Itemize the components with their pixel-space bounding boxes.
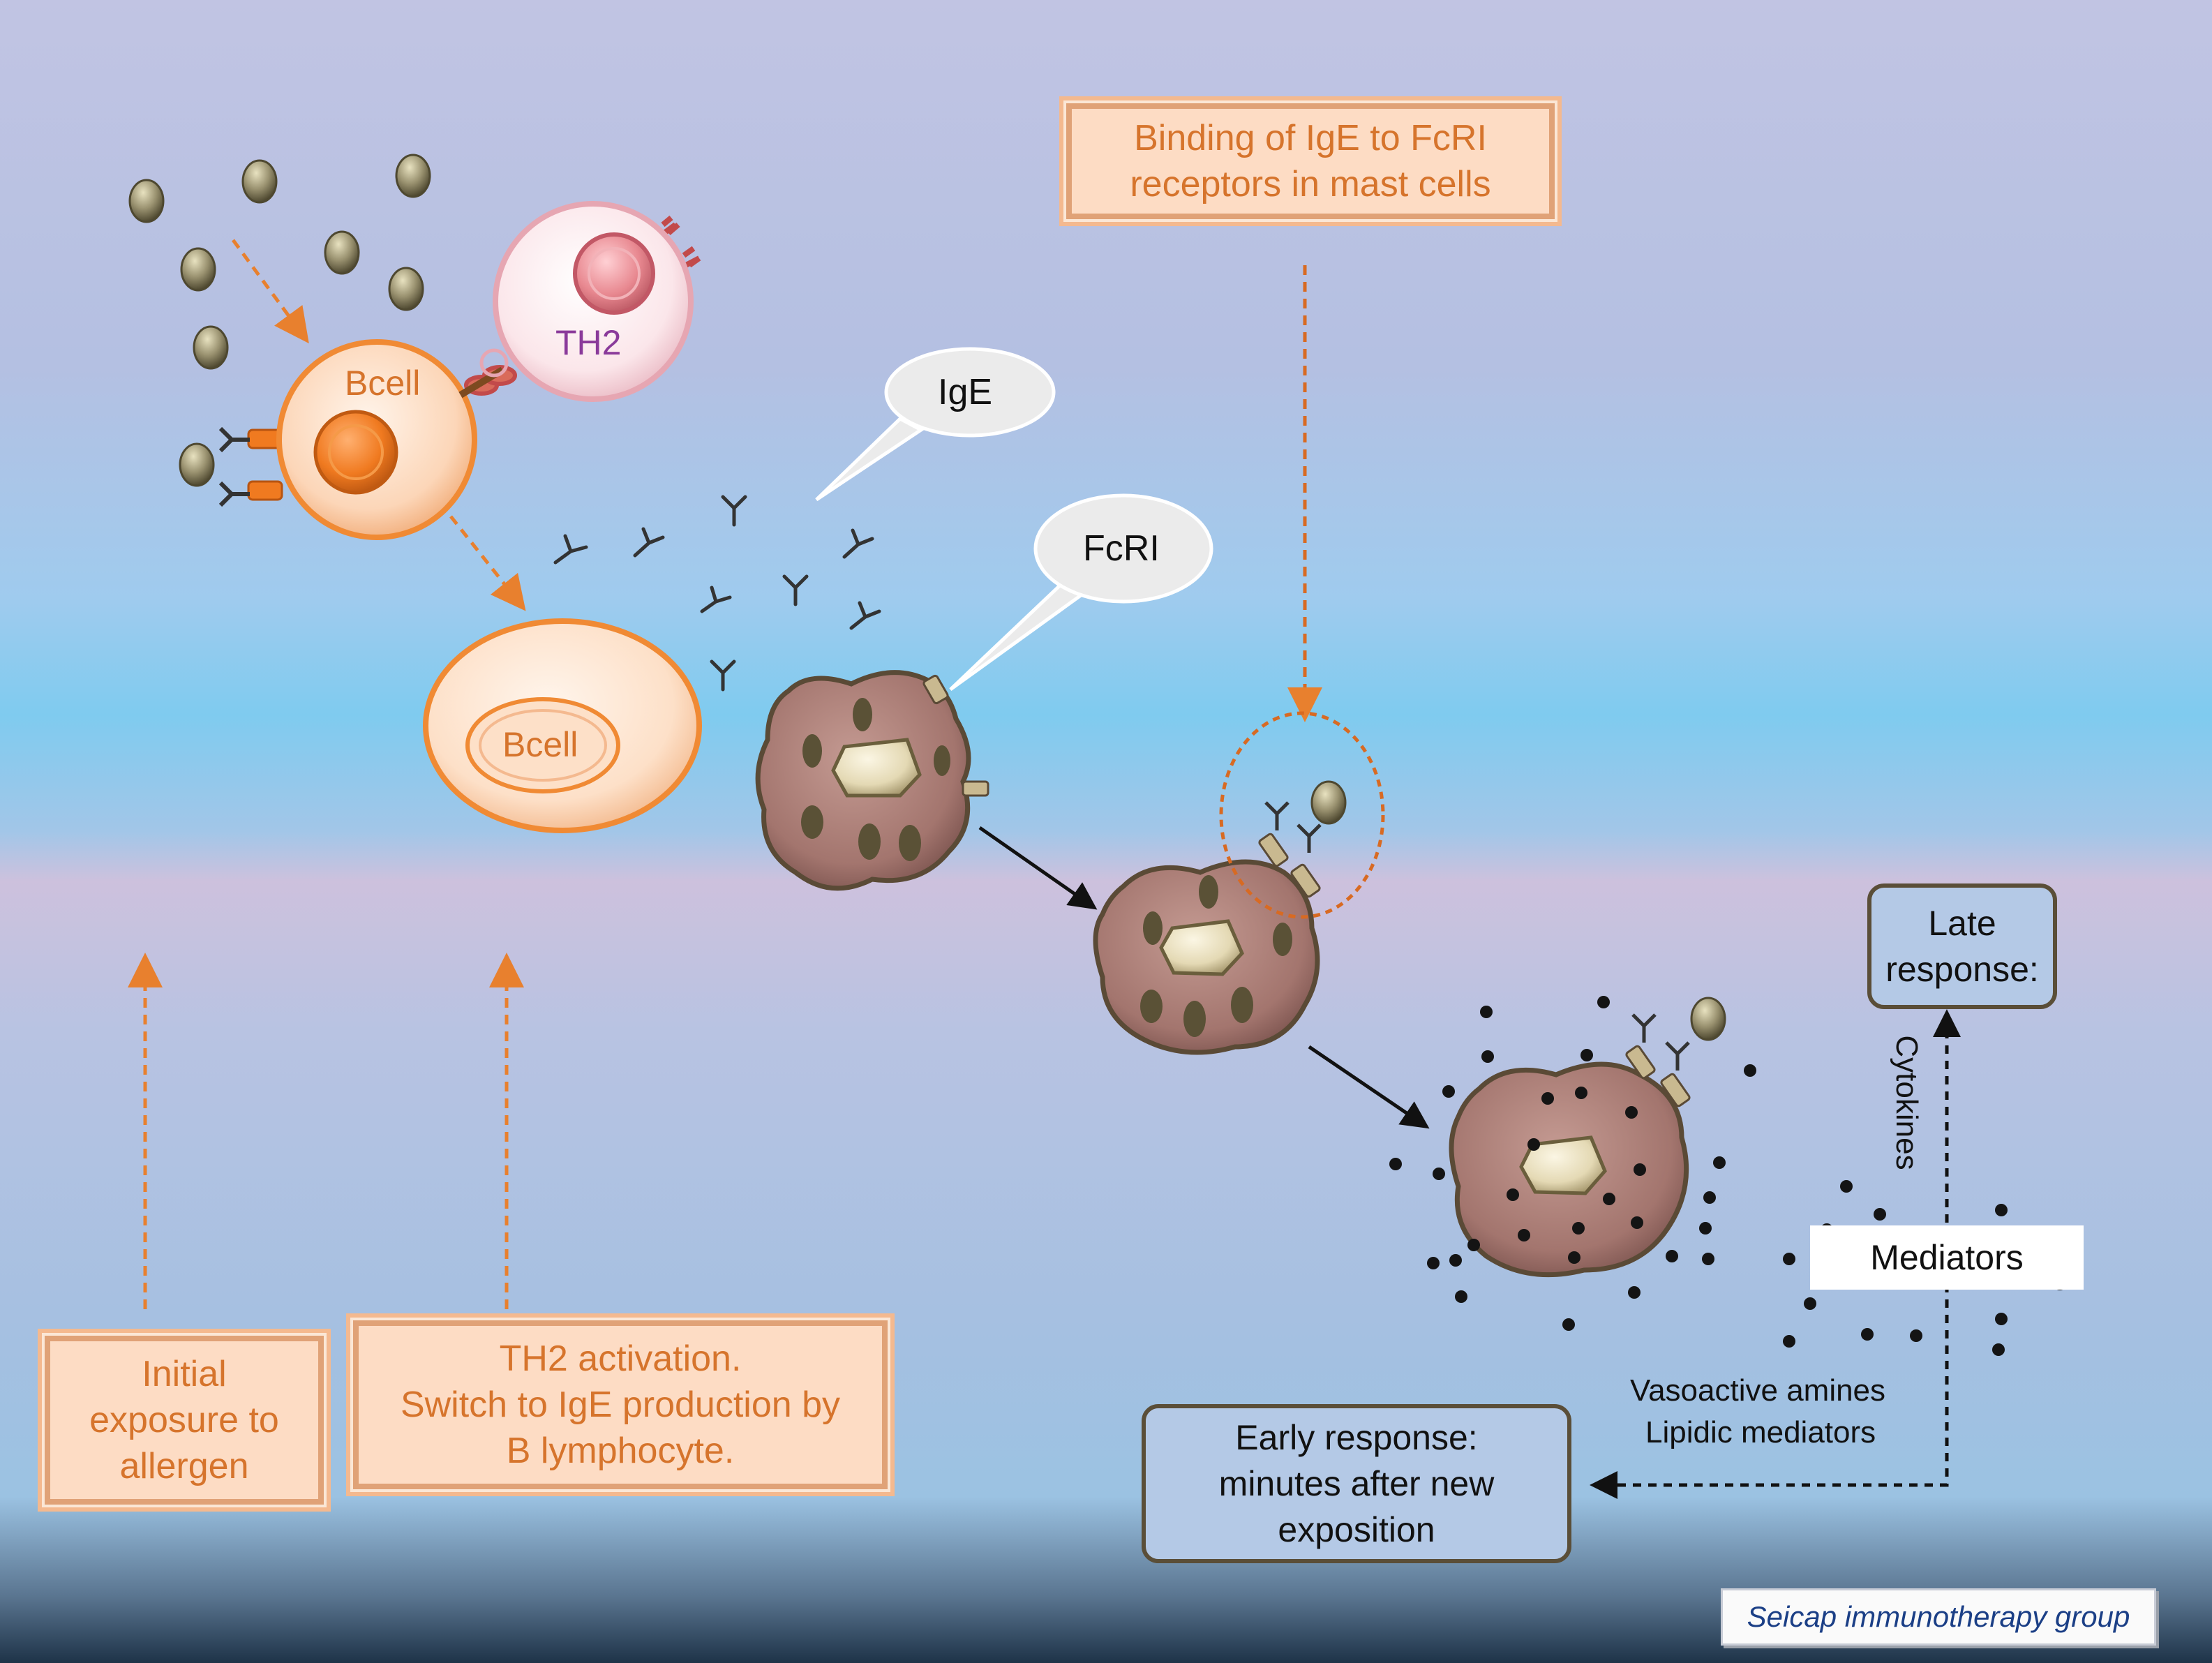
binding-box: Binding of IgE to FcRI receptors in mast… bbox=[1059, 96, 1562, 226]
early-line-2: minutes after new bbox=[1218, 1464, 1495, 1503]
th2-line-3: B lymphocyte. bbox=[506, 1431, 735, 1471]
bcell-top bbox=[218, 339, 517, 540]
plasma-cell bbox=[423, 618, 702, 833]
late-response-box: Late response: bbox=[1867, 883, 2057, 1009]
orange-arrows bbox=[128, 239, 1322, 1309]
th2-line-1: TH2 activation. bbox=[499, 1338, 742, 1379]
mast-cell-2 bbox=[1093, 711, 1385, 1055]
early-response-box: Early response: minutes after new exposi… bbox=[1142, 1404, 1571, 1563]
mast-cell-1 bbox=[755, 670, 989, 891]
bcell-plasma-label: Bcell bbox=[502, 725, 578, 764]
late-line-2: response: bbox=[1885, 950, 2039, 989]
binding-line-2: receptors in mast cells bbox=[1130, 164, 1491, 204]
allergen-particles bbox=[128, 154, 1726, 1041]
mediators-label: Mediators bbox=[1870, 1238, 2024, 1277]
ige-antibodies bbox=[553, 495, 881, 692]
response-arrows bbox=[1590, 1009, 1961, 1499]
initial-line-3: allergen bbox=[119, 1446, 249, 1486]
cytokines-label: Cytokines bbox=[1890, 1035, 1924, 1170]
binding-line-1: Binding of IgE to FcRI bbox=[1134, 118, 1487, 158]
early-line-1: Early response: bbox=[1235, 1418, 1478, 1457]
late-line-1: Late bbox=[1928, 904, 1996, 943]
early-line-3: exposition bbox=[1278, 1510, 1435, 1549]
initial-line-2: exposure to bbox=[89, 1400, 279, 1440]
th2-label: TH2 bbox=[555, 323, 622, 362]
ige-label: IgE bbox=[938, 372, 993, 412]
lipidic-label: Lipidic mediators bbox=[1645, 1415, 1876, 1449]
credit-badge: Seicap immunotherapy group bbox=[1721, 1588, 2156, 1646]
credit-label: Seicap immunotherapy group bbox=[1747, 1600, 2130, 1633]
black-arrows bbox=[978, 826, 1430, 1129]
speech-bubbles bbox=[815, 347, 1213, 692]
th2-line-2: Switch to IgE production by bbox=[400, 1385, 841, 1425]
vasoactive-label: Vasoactive amines bbox=[1630, 1373, 1886, 1408]
th2-cell bbox=[493, 201, 701, 402]
initial-exposure-box: Initial exposure to allergen bbox=[38, 1329, 331, 1512]
th2-activation-box: TH2 activation. Switch to IgE production… bbox=[346, 1313, 895, 1496]
initial-line-1: Initial bbox=[142, 1354, 227, 1394]
mediators-box: Mediators bbox=[1810, 1225, 2084, 1290]
fcri-label: FcRI bbox=[1083, 528, 1160, 569]
bcell-top-label: Bcell bbox=[345, 364, 421, 403]
